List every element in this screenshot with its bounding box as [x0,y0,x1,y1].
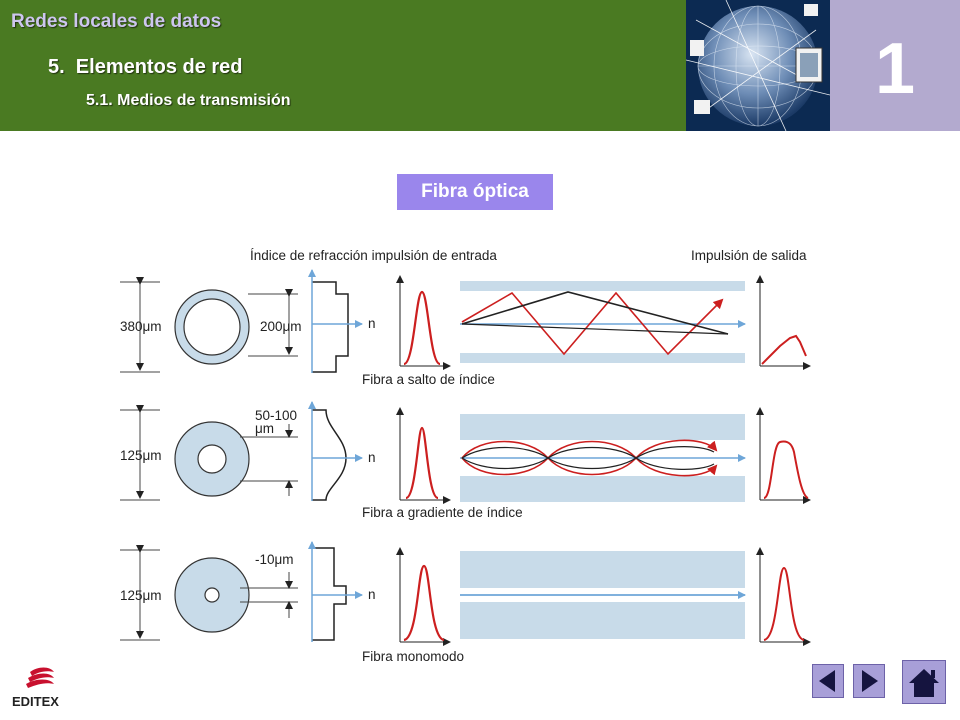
label-output-pulse: Impulsión de salida [691,248,807,263]
home-icon [909,669,939,697]
subsection-title: 5.1. Medios de transmisión [86,92,291,109]
dim-outer-3: 125μm [120,588,162,603]
row-single-mode: 125μm -10μm n Fibra monomodo [120,541,811,664]
triangle-left-icon [819,670,835,692]
prev-button[interactable] [812,664,844,698]
label-n-1: n [368,316,376,331]
header-bar: Redes locales de datos 5. Elementos de r… [0,0,686,131]
unit-number-box: 1 [830,0,960,131]
unit-number: 1 [874,29,916,109]
triangle-right-icon [862,670,878,692]
dim-core-1: 200μm [260,319,302,334]
caption-single-mode: Fibra monomodo [362,649,464,664]
dim-core-3: -10μm [255,552,294,567]
page-title: Redes locales de datos [11,11,222,32]
home-button[interactable] [902,660,946,704]
brand-wordmark: EDITEX [12,694,59,709]
label-n-3: n [368,587,376,602]
globe-image [686,0,830,131]
dim-core-2a: 50-100 [255,408,297,423]
dim-outer-1: 380μm [120,319,162,334]
fiber-optic-diagram: Índice de refracción impulsión de entrad… [100,238,840,673]
dim-core-2b: μm [255,421,274,436]
topic-tag: Fibra óptica [397,174,553,210]
next-button[interactable] [853,664,885,698]
editex-logo: EDITEX [10,664,74,712]
label-n-2: n [368,450,376,465]
caption-step-index: Fibra a salto de índice [362,372,495,387]
caption-graded-index: Fibra a gradiente de índice [362,505,523,520]
row-step-index: 380μm 200μm n Fibra a salto de índice [120,269,811,387]
dim-outer-2: 125μm [120,448,162,463]
row-graded-index: 125μm 50-100 μm n Fibra a gradiente de í… [120,401,811,520]
section-title: 5. Elementos de red [48,56,243,78]
label-refraction-input: Índice de refracción impulsión de entrad… [250,248,497,263]
